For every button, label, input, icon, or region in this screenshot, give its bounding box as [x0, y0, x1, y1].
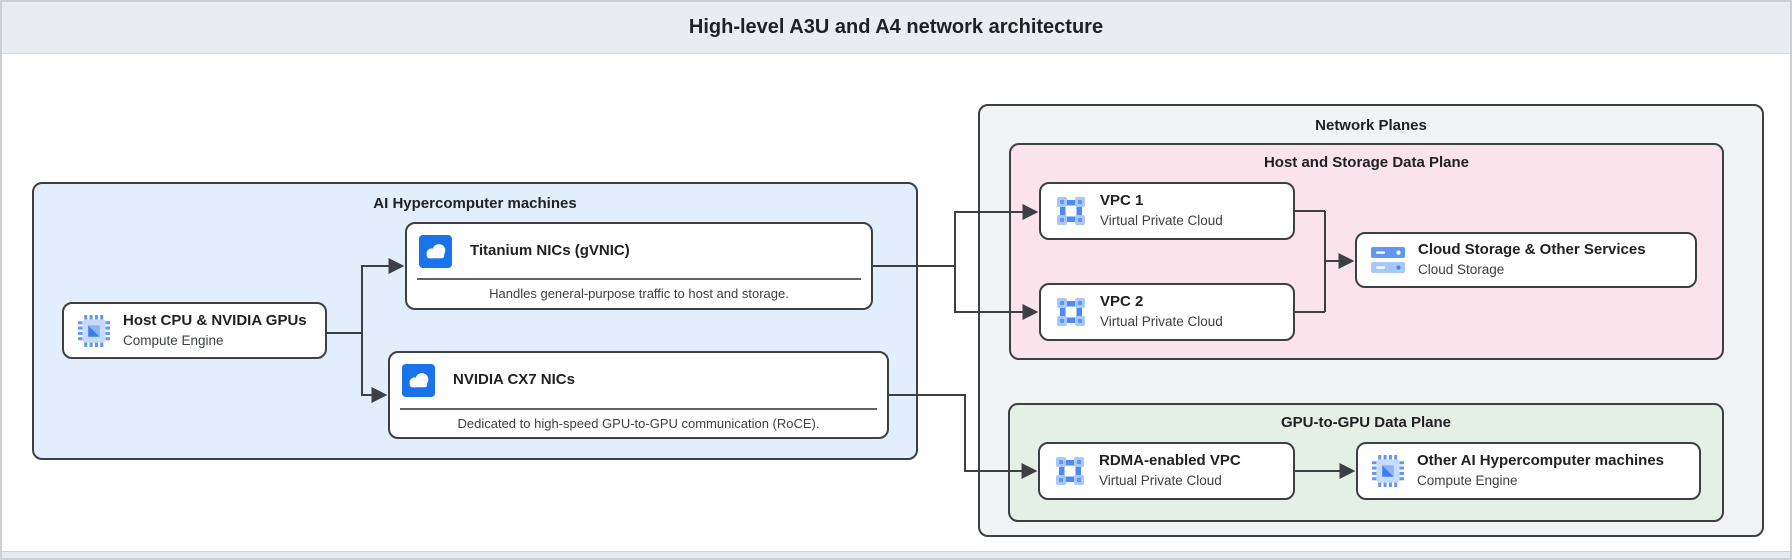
node-description: Handles general-purpose traffic to host … — [489, 286, 789, 301]
node-subtitle: Cloud Storage — [1418, 262, 1505, 278]
node-subtitle: Virtual Private Cloud — [1100, 213, 1223, 229]
vpc-icon — [1055, 195, 1087, 227]
node-title: Titanium NICs (gVNIC) — [470, 241, 630, 259]
node-vpc1: VPC 1 Virtual Private Cloud — [1039, 182, 1295, 240]
node-title: VPC 2 — [1100, 293, 1144, 311]
node-subtitle: Virtual Private Cloud — [1100, 314, 1223, 330]
page-header: High-level A3U and A4 network architectu… — [2, 2, 1790, 54]
node-rdma-enabled-vpc: RDMA-enabled VPC Virtual Private Cloud — [1038, 442, 1295, 500]
node-subtitle: Compute Engine — [1417, 473, 1518, 489]
vpc-icon — [1054, 455, 1086, 487]
compute-engine-icon — [1372, 455, 1404, 487]
node-description: Dedicated to high-speed GPU-to-GPU commu… — [457, 416, 820, 431]
node-other-ai-hypercomputer-machines: Other AI Hypercomputer machines Compute … — [1356, 442, 1701, 500]
footer-strip — [2, 551, 1790, 558]
group-title: Host and Storage Data Plane — [1263, 154, 1470, 171]
cloud-nic-icon — [419, 234, 452, 268]
node-title: Cloud Storage & Other Services — [1418, 241, 1646, 259]
node-subtitle: Compute Engine — [123, 332, 224, 348]
node-nvidia-cx7-nics: NVIDIA CX7 NICs Dedicated to high-speed … — [388, 351, 889, 439]
compute-engine-icon — [78, 314, 110, 347]
node-vpc2: VPC 2 Virtual Private Cloud — [1039, 283, 1295, 341]
vpc-icon — [1055, 296, 1087, 328]
storage-icon — [1371, 246, 1405, 274]
node-host-cpu-gpus: Host CPU & NVIDIA GPUs Compute Engine — [62, 302, 327, 359]
node-title: Other AI Hypercomputer machines — [1417, 452, 1665, 470]
node-title: NVIDIA CX7 NICs — [453, 370, 575, 388]
group-title: AI Hypercomputer machines — [373, 195, 577, 212]
group-title: GPU-to-GPU Data Plane — [1280, 414, 1452, 431]
node-titanium-nics: Titanium NICs (gVNIC) Handles general-pu… — [405, 222, 873, 310]
node-title: RDMA-enabled VPC — [1099, 452, 1241, 470]
node-title: Host CPU & NVIDIA GPUs — [123, 311, 307, 329]
page-title: High-level A3U and A4 network architectu… — [688, 16, 1104, 38]
group-title: Network Planes — [1315, 117, 1427, 134]
divider — [417, 278, 861, 280]
divider — [400, 408, 877, 410]
cloud-nic-icon — [402, 363, 435, 397]
node-title: VPC 1 — [1100, 192, 1144, 210]
node-cloud-storage: Cloud Storage & Other Services Cloud Sto… — [1355, 232, 1697, 288]
node-subtitle: Virtual Private Cloud — [1099, 473, 1222, 489]
